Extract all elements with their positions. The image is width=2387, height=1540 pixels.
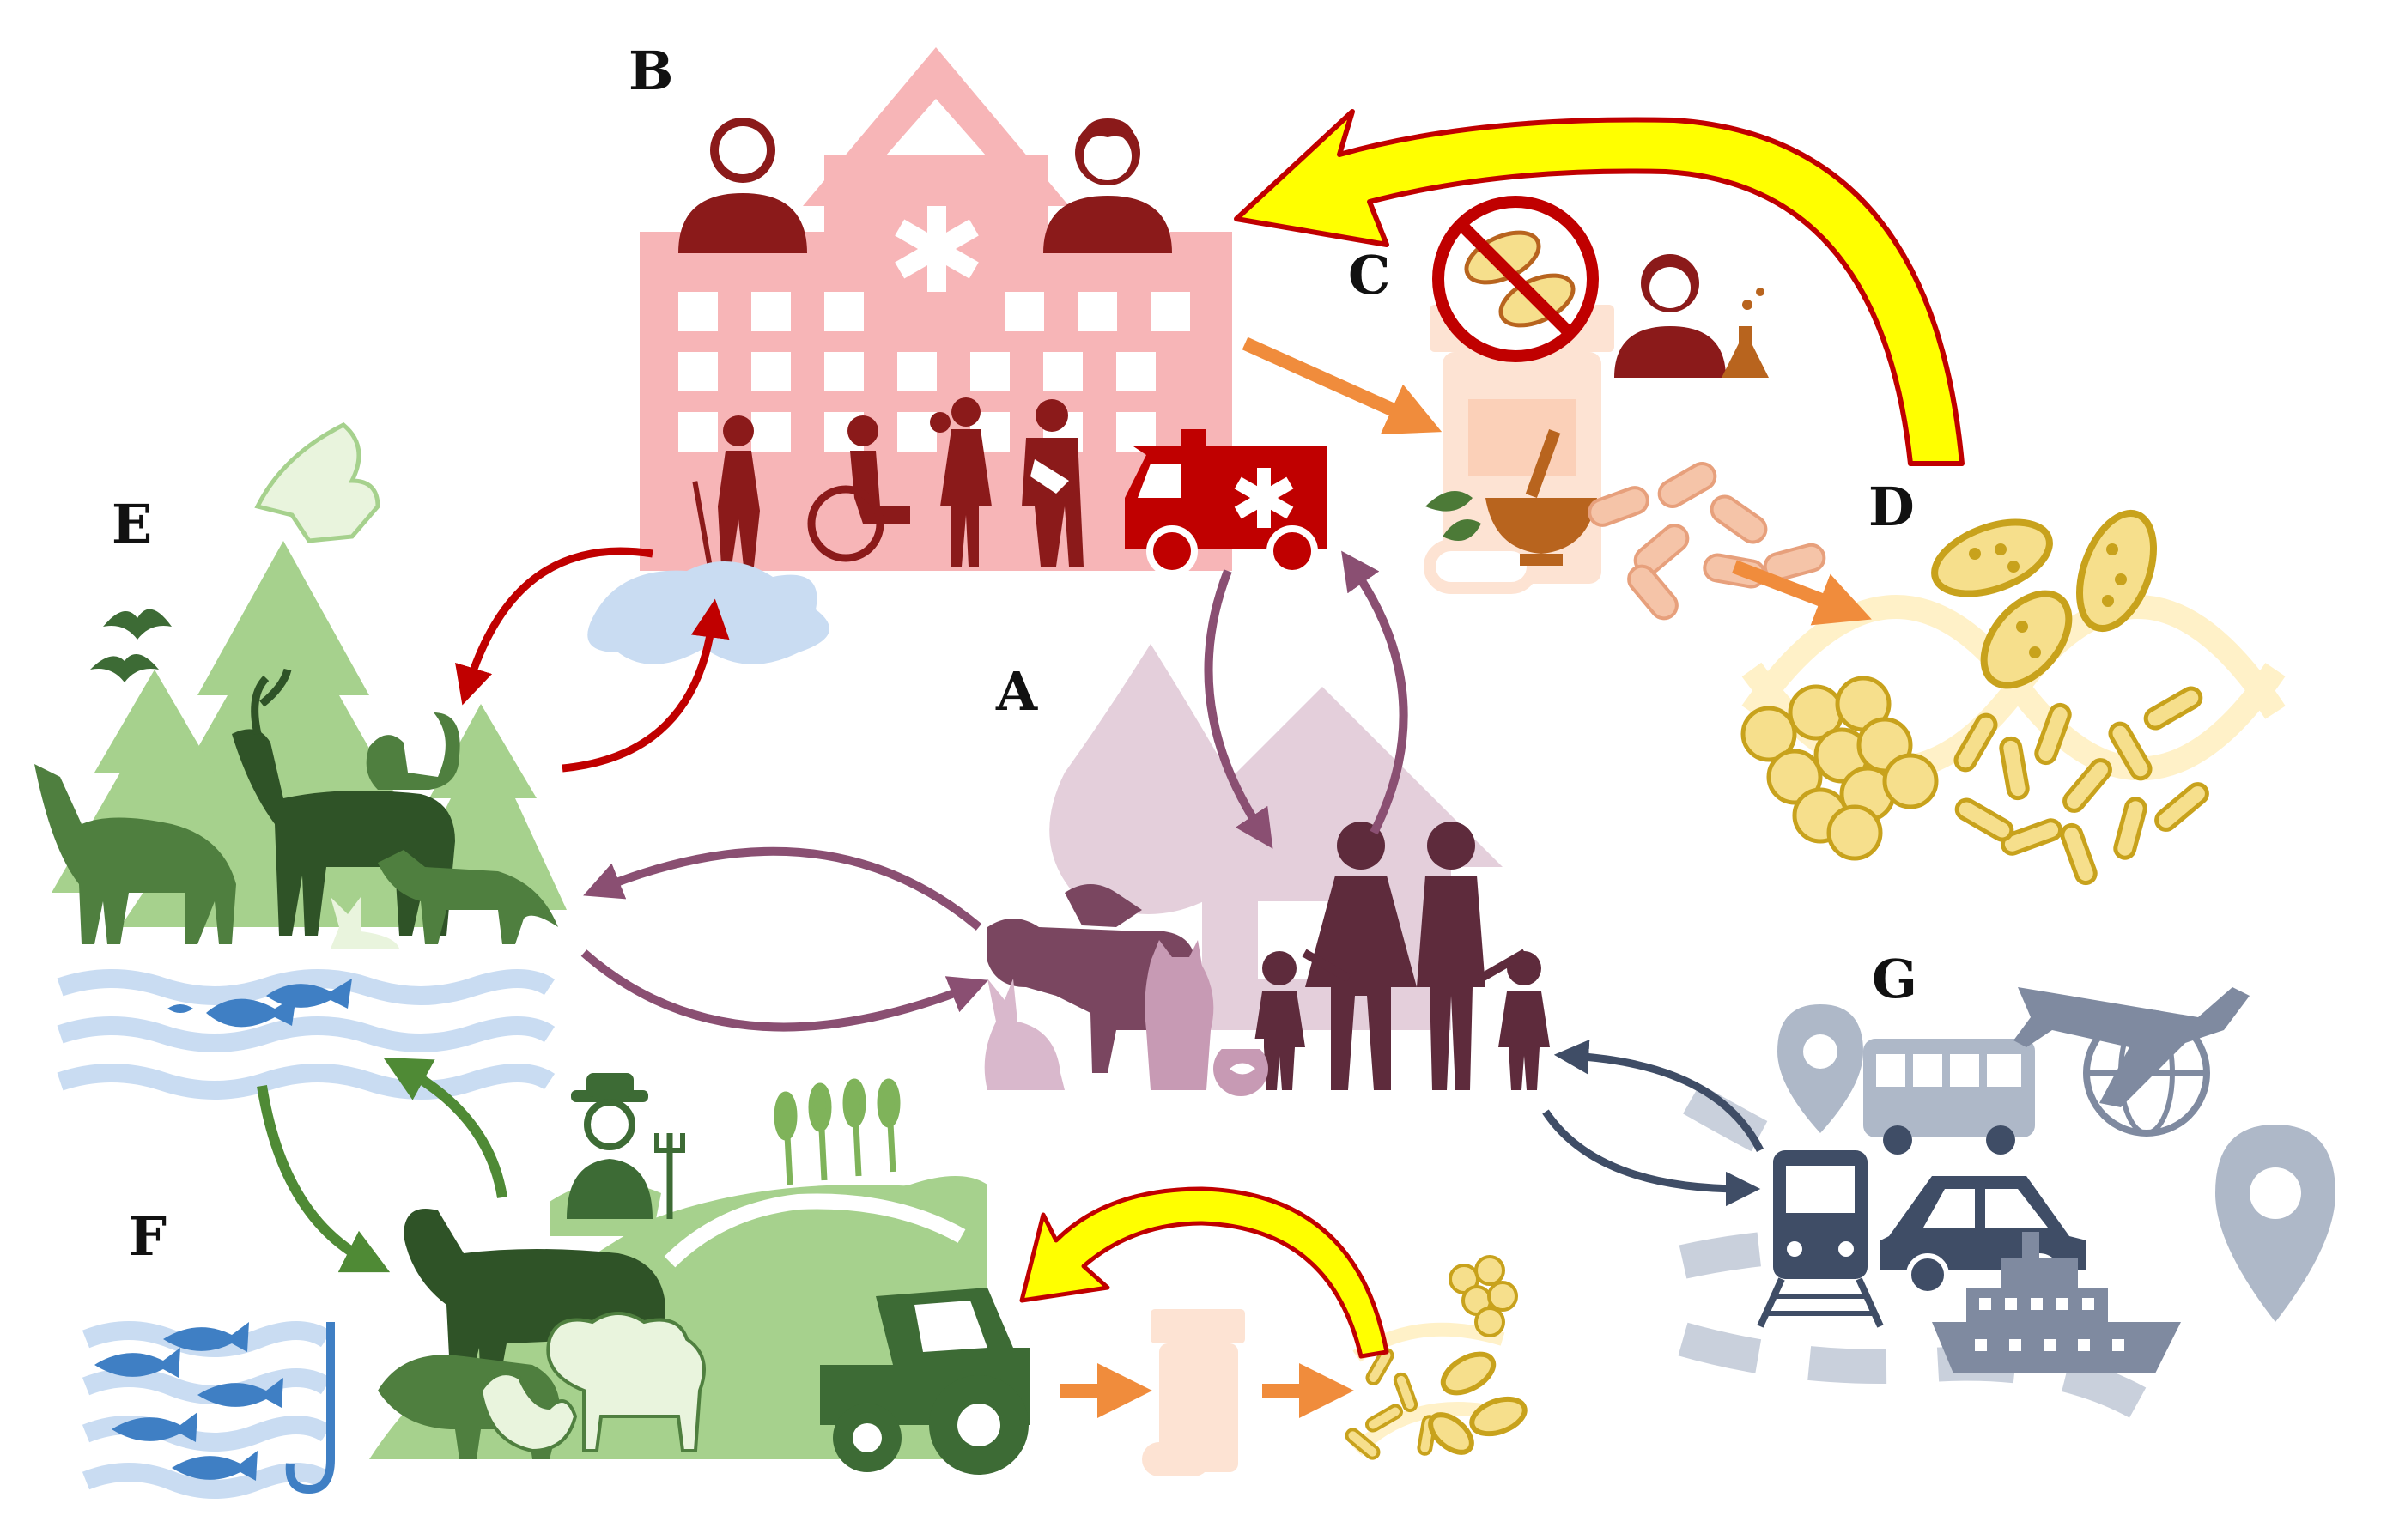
farmer-icon	[567, 1073, 685, 1219]
plane-globe-icon	[2013, 987, 2250, 1137]
yellow-arrow-d-to-b	[1234, 109, 1965, 466]
hospital-scene	[587, 47, 1327, 664]
red-arrow-e-to-b	[562, 598, 730, 773]
label-a: A	[996, 660, 1038, 723]
spiky-bacteria-icon	[1931, 509, 2157, 689]
bus-icon	[1863, 1039, 2035, 1155]
cow-icon	[404, 1209, 665, 1391]
female-doctor-icon	[678, 118, 807, 253]
agriculture-scene	[82, 1073, 1528, 1499]
fish-bowl-icon	[1213, 1039, 1268, 1096]
cat-icon	[1145, 940, 1214, 1090]
river-fish-icon	[167, 979, 352, 1028]
river-water	[57, 969, 556, 1100]
squirrel-icon	[366, 712, 460, 790]
antibiotics-scene	[1424, 196, 1826, 621]
purple-arrow-b-to-a	[1204, 569, 1273, 849]
dog-icon	[987, 919, 1194, 1073]
pills-icon	[1588, 462, 1826, 621]
green-arrow-f-to-e	[383, 1057, 507, 1198]
yellow-arrow-farm	[1019, 1186, 1389, 1359]
label-c: C	[1348, 244, 1391, 306]
ambulance-icon	[1125, 429, 1327, 577]
farm-bacteria-icon	[1345, 1255, 1528, 1460]
patients-group	[692, 397, 1084, 567]
family-icon	[1254, 822, 1550, 1090]
label-e: E	[112, 493, 153, 555]
ship-icon	[1932, 1232, 2181, 1373]
orange-arrow-c-to-d	[1732, 560, 1872, 626]
transport-scene	[1678, 987, 2335, 1423]
cocci-bacteria-icon	[1740, 676, 1939, 861]
scientist-icon	[1614, 254, 1769, 378]
male-doctor-icon	[1043, 118, 1172, 253]
house-background	[1142, 687, 1503, 1030]
pets-group	[984, 884, 1268, 1096]
wolf-icon	[34, 764, 236, 944]
hospital-windows	[678, 292, 1190, 452]
navy-arrow-g-to-a	[1553, 1039, 1764, 1153]
tractor-icon	[820, 1288, 1030, 1475]
bat-icon	[103, 609, 172, 640]
wheat-icon	[774, 1078, 901, 1185]
eagle-icon	[254, 422, 380, 543]
chicken-icon	[478, 1372, 578, 1453]
green-arrow-e-to-f	[257, 1085, 391, 1273]
no-bacteria-icon	[1432, 196, 1599, 362]
purple-arrow-a-to-b	[1341, 550, 1408, 835]
bacteria-scene	[1740, 509, 2286, 886]
navy-arrow-a-to-g	[1542, 1109, 1761, 1207]
purple-arrow-a-to-e	[583, 846, 982, 931]
arrows	[257, 109, 1965, 1418]
household-scene	[984, 644, 1550, 1096]
label-d: D	[1868, 476, 1915, 538]
medical-star-icon	[895, 206, 979, 292]
fox-icon	[378, 850, 558, 944]
mortar-herb-icon	[1425, 429, 1597, 566]
train-icon	[1757, 1150, 1884, 1328]
label-f: F	[129, 1205, 167, 1268]
rabbit-icon	[984, 979, 1065, 1090]
label-g: G	[1872, 948, 1917, 1010]
wildlife-scene	[34, 422, 567, 1100]
sheep-icon	[546, 1312, 706, 1452]
bat-icon-2	[90, 654, 159, 682]
map-pin-icon-2	[2215, 1125, 2335, 1322]
rod-bacteria-icon	[1953, 686, 2209, 886]
farmed-fish-icon	[94, 1322, 283, 1481]
purple-arrow-e-to-a	[580, 949, 988, 1032]
bird-icon	[1065, 884, 1142, 927]
vet-drugs-icon	[1142, 1309, 1245, 1476]
hare-icon	[331, 897, 399, 949]
fishing-hook-icon	[285, 1322, 335, 1495]
red-arrow-b-to-e	[455, 547, 653, 706]
orange-arrow-b-to-c	[1242, 336, 1443, 435]
label-b: B	[629, 39, 674, 102]
